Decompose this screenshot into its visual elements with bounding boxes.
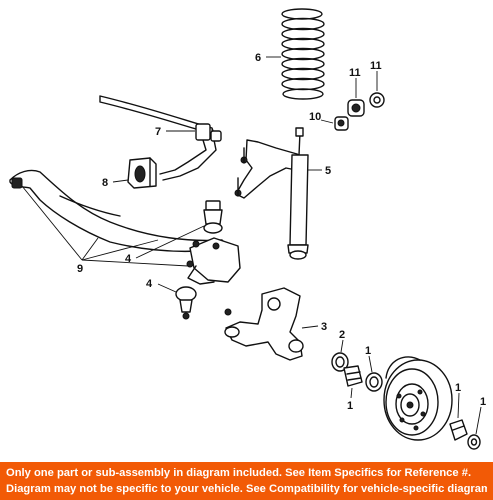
spring-seat-bracket xyxy=(234,139,307,199)
outer-bearing xyxy=(449,419,468,441)
shock-bushing xyxy=(334,116,349,131)
disclaimer-line-1: Only one part or sub-assembly in diagram… xyxy=(6,467,472,479)
callout-8: 8 xyxy=(102,177,108,189)
callout-1-outer-bearing: 1 xyxy=(455,382,461,394)
coil-spring xyxy=(281,8,325,100)
axle-arm xyxy=(9,169,231,253)
bearing-race xyxy=(365,372,383,392)
callout-7: 7 xyxy=(155,126,161,138)
callout-6: 6 xyxy=(255,52,261,64)
callout-4-lower: 4 xyxy=(146,278,153,290)
lower-ball-joint xyxy=(175,286,197,320)
callout-2: 2 xyxy=(339,329,345,341)
arm-bracket xyxy=(186,237,241,285)
shock-absorber xyxy=(287,127,309,260)
upper-bushing xyxy=(347,99,365,117)
callout-11-right: 11 xyxy=(370,60,382,72)
callout-9: 9 xyxy=(77,263,83,275)
stabilizer-bushing xyxy=(127,157,157,189)
disclaimer-banner: Only one part or sub-assembly in diagram… xyxy=(0,462,493,500)
callout-11-left: 11 xyxy=(349,67,361,79)
callout-5: 5 xyxy=(325,165,331,177)
inner-bearing xyxy=(343,365,363,387)
upper-ball-joint xyxy=(203,200,223,234)
disclaimer-line-2: Diagram may not be specific to your vehi… xyxy=(6,483,487,495)
callout-4-upper: 4 xyxy=(125,253,132,265)
steering-knuckle xyxy=(224,287,304,361)
callout-1-race: 1 xyxy=(365,345,371,357)
stabilizer-bar xyxy=(99,95,222,181)
callout-3: 3 xyxy=(321,321,327,333)
upper-bushing-washer xyxy=(369,92,385,108)
suspension-parts-diagram: 6 11 11 10 7 8 xyxy=(9,8,486,450)
callout-10: 10 xyxy=(309,111,321,123)
seal xyxy=(331,352,349,372)
callout-1-outer-washer: 1 xyxy=(480,396,486,408)
hub-rotor xyxy=(383,356,453,441)
callout-1-inner-bearing: 1 xyxy=(347,400,353,412)
outer-washer xyxy=(467,434,481,450)
